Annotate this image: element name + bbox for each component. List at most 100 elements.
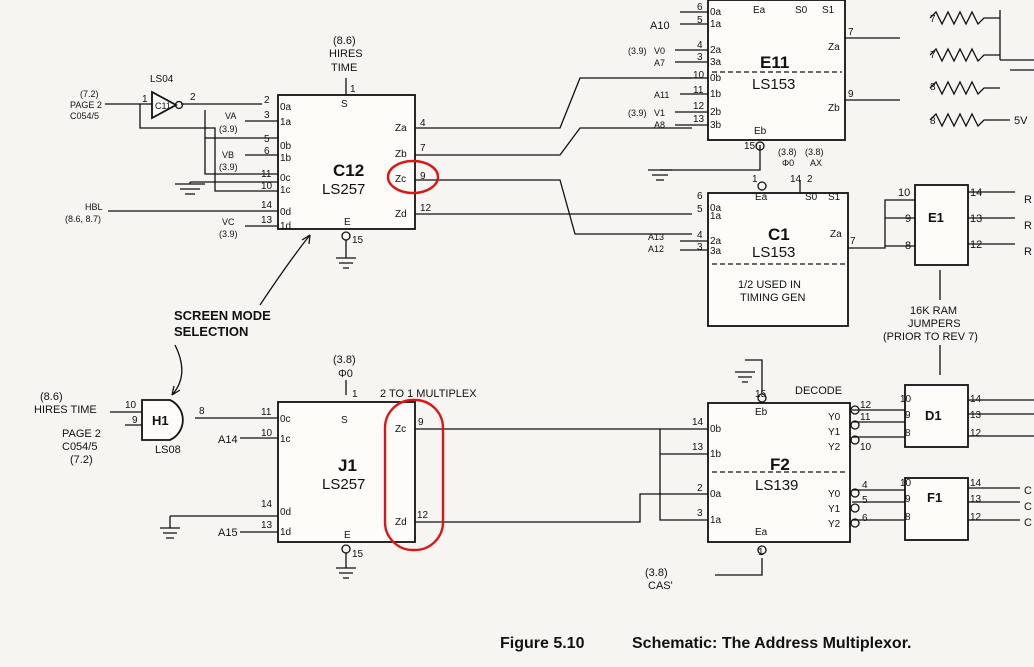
svg-text:14: 14 <box>970 394 982 405</box>
svg-text:(8.6, 8.7): (8.6, 8.7) <box>65 214 101 224</box>
chip-bodies <box>141 0 969 579</box>
caption-title: Schematic: The Address Multiplexor. <box>632 635 911 652</box>
c12-labels: (8.6) HIRES TIME 1 S 0a 1a 0b 1b 0c 1c 0… <box>261 35 432 246</box>
f1-body <box>904 477 969 541</box>
svg-text:0b: 0b <box>710 424 722 435</box>
svg-text:Ea: Ea <box>755 527 768 538</box>
svg-text:Zb: Zb <box>828 103 840 114</box>
svg-text:1a: 1a <box>710 211 722 222</box>
svg-text:1b: 1b <box>280 153 292 164</box>
svg-text:8: 8 <box>199 406 205 417</box>
svg-text:13: 13 <box>970 213 982 225</box>
c12-ref: C12 <box>333 161 364 180</box>
svg-text:1: 1 <box>142 94 148 105</box>
svg-text:12: 12 <box>860 400 872 411</box>
svg-text:10: 10 <box>900 478 912 489</box>
c12-s-time: TIME <box>331 62 357 74</box>
svg-text:10: 10 <box>261 428 273 439</box>
svg-text:2b: 2b <box>710 107 722 118</box>
svg-text:E: E <box>344 530 351 541</box>
svg-text:12: 12 <box>693 101 705 112</box>
svg-text:(3.9): (3.9) <box>219 229 238 239</box>
svg-text:7: 7 <box>848 27 854 38</box>
screen-mode-annotation: SCREEN MODE SELECTION <box>171 234 311 396</box>
svg-text:6: 6 <box>862 513 868 524</box>
svg-text:3a: 3a <box>710 246 722 257</box>
svg-text:9: 9 <box>905 410 911 421</box>
svg-text:1: 1 <box>350 84 356 95</box>
svg-text:13: 13 <box>261 520 273 531</box>
svg-text:3: 3 <box>697 508 703 519</box>
h1-part: LS08 <box>155 444 181 456</box>
h1-labels: (8.6) HIRES TIME PAGE 2 C054/5 (7.2) 109… <box>34 391 205 466</box>
svg-text:VA: VA <box>225 111 236 121</box>
c1-part: LS153 <box>752 244 795 261</box>
svg-text:1a: 1a <box>710 19 722 30</box>
e1-labels: 10 9 8 14 13 12 E1 R R R 16K RAM JUMPERS… <box>883 14 1032 343</box>
svg-text:14: 14 <box>261 499 273 510</box>
svg-text:(3.9): (3.9) <box>628 46 647 56</box>
svg-text:A10: A10 <box>650 20 670 32</box>
svg-text:C: C <box>1024 501 1032 513</box>
svg-text:5V: 5V <box>1014 115 1028 127</box>
svg-text:CAS': CAS' <box>648 580 673 592</box>
svg-text:14: 14 <box>692 417 704 428</box>
svg-text:Zc: Zc <box>395 174 406 185</box>
svg-text:5: 5 <box>697 204 703 215</box>
svg-text:6: 6 <box>264 146 270 157</box>
svg-text:(3.9): (3.9) <box>219 162 238 172</box>
svg-text:V1: V1 <box>654 108 665 118</box>
svg-text:7: 7 <box>850 236 856 247</box>
svg-text:1a: 1a <box>280 117 292 128</box>
svg-text:10: 10 <box>261 181 273 192</box>
svg-text:10: 10 <box>900 394 912 405</box>
svg-text:Eb: Eb <box>755 407 768 418</box>
svg-text:S1: S1 <box>822 5 835 16</box>
svg-text:C054/5: C054/5 <box>62 441 97 453</box>
d1-body <box>904 384 969 448</box>
svg-text:7: 7 <box>930 14 936 25</box>
svg-text:Ea: Ea <box>755 192 768 203</box>
svg-text:Y0: Y0 <box>828 412 841 423</box>
highlight-j1-outputs <box>383 398 445 552</box>
svg-text:0c: 0c <box>280 414 291 425</box>
svg-text:Y2: Y2 <box>828 442 841 453</box>
svg-text:A15: A15 <box>218 527 238 539</box>
svg-text:14: 14 <box>790 174 802 185</box>
svg-text:2: 2 <box>264 95 270 106</box>
svg-text:1: 1 <box>752 174 758 185</box>
j1-ref: J1 <box>338 456 357 475</box>
svg-text:6: 6 <box>697 191 703 202</box>
svg-text:2: 2 <box>190 92 196 103</box>
svg-text:0a: 0a <box>710 203 722 214</box>
e11-labels: 0a 1a 2a 3a 0b 1b 2b 3b Ea S0 S1 Za Zb E… <box>628 2 854 152</box>
svg-text:(PRIOR TO REV 7): (PRIOR TO REV 7) <box>883 331 978 343</box>
svg-text:9: 9 <box>420 171 426 182</box>
svg-text:A14: A14 <box>218 434 238 446</box>
svg-text:9: 9 <box>418 417 424 428</box>
svg-text:1c: 1c <box>280 185 291 196</box>
svg-text:Zc: Zc <box>395 424 406 435</box>
c11-ref: C11 <box>155 101 171 111</box>
svg-text:A12: A12 <box>648 244 664 254</box>
svg-text:VC: VC <box>222 217 235 227</box>
f1-ref: F1 <box>927 490 942 505</box>
svg-text:(3.8): (3.8) <box>778 147 797 157</box>
h1-body <box>141 399 184 441</box>
svg-text:7: 7 <box>420 143 426 154</box>
svg-text:7: 7 <box>930 50 936 61</box>
svg-text:0b: 0b <box>280 141 292 152</box>
svg-text:A8: A8 <box>654 120 665 130</box>
svg-text:4: 4 <box>862 480 868 491</box>
svg-text:16K RAM: 16K RAM <box>910 305 957 317</box>
svg-text:Zd: Zd <box>395 209 407 220</box>
svg-text:AX: AX <box>810 158 822 168</box>
svg-text:12: 12 <box>970 512 982 523</box>
decode-label: DECODE <box>795 385 842 397</box>
d1-ref: D1 <box>925 408 942 423</box>
svg-text:Zd: Zd <box>395 517 407 528</box>
svg-text:9: 9 <box>905 213 911 225</box>
j1-labels: (3.8) Φ0 1 2 TO 1 MULTIPLEX S 0c 1c 0d 1… <box>218 354 477 560</box>
